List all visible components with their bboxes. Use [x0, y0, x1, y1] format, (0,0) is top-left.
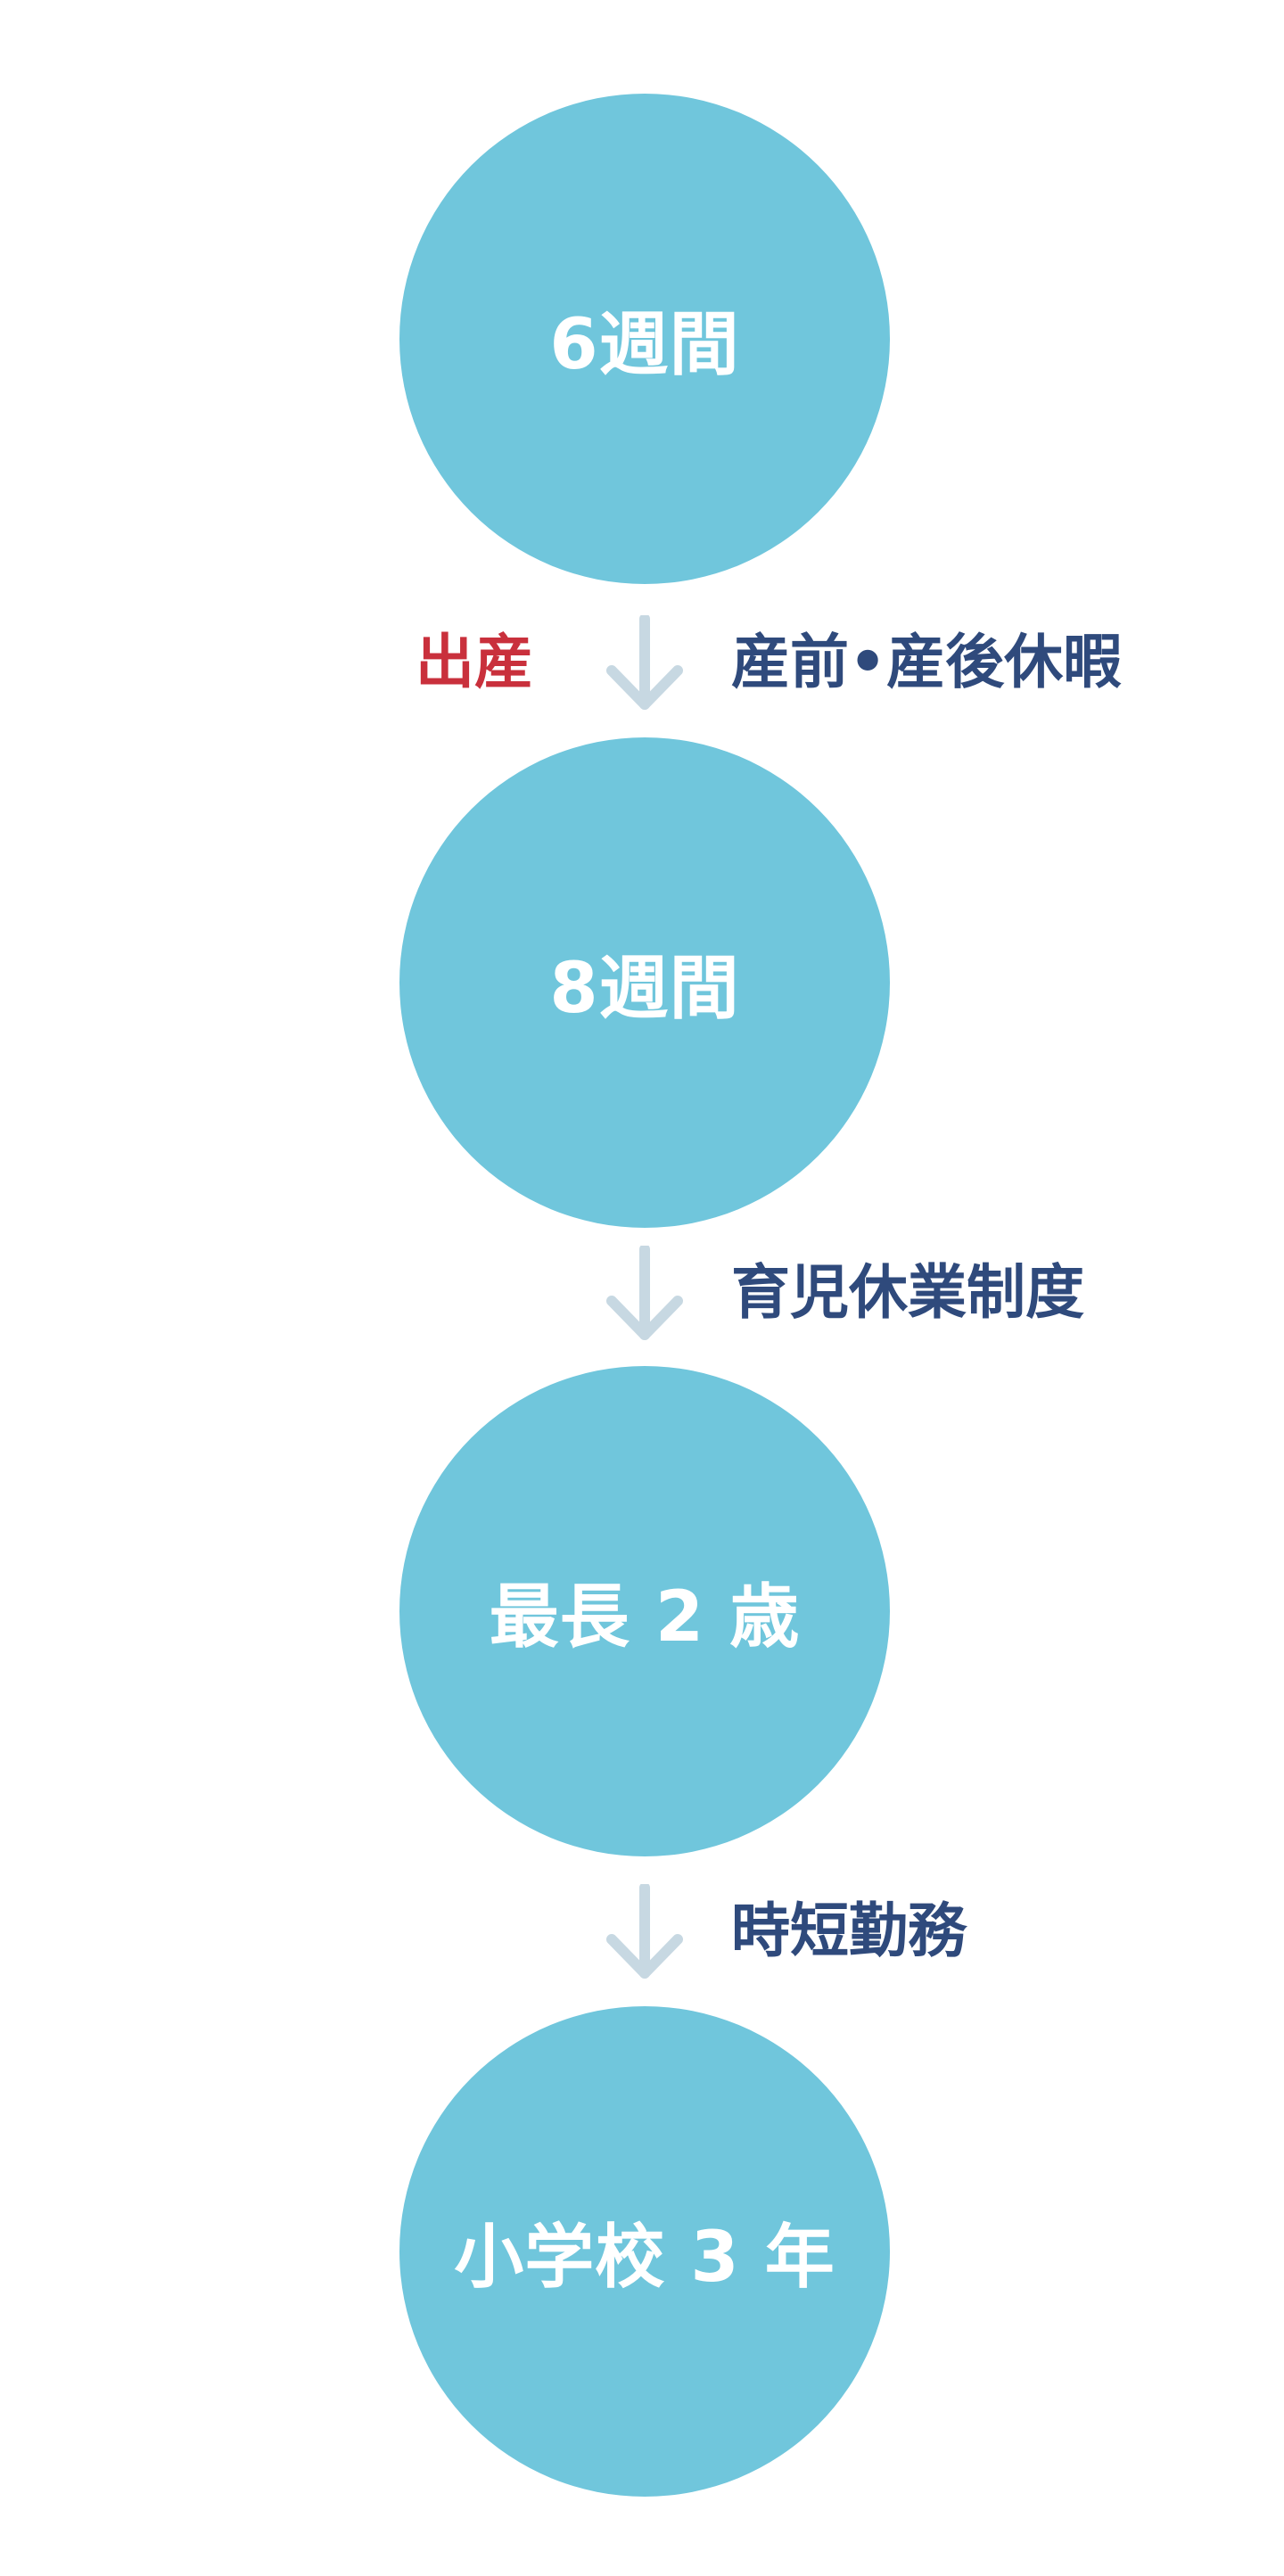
step-label-1: 6週間 [549, 305, 740, 385]
transition-right-label-2: 育児休業制度 [731, 1258, 1084, 1327]
step-circle-4: 小学校 3 年 [399, 2006, 890, 2497]
step-circle-3: 最長 2 歳 [399, 1366, 890, 1856]
step-circle-2: 8週間 [399, 737, 890, 1228]
transition-right-label-1: 産前•産後休暇 [731, 628, 1123, 696]
arrow-down-icon-1 [606, 615, 683, 710]
step-circle-1: 6週間 [399, 94, 890, 584]
arrow-down-icon-3 [606, 1884, 683, 1979]
transition-right-label-3: 時短勤務 [731, 1897, 967, 1965]
transition-left-label-1: 出産 [416, 628, 533, 696]
step-label-3: 最長 2 歳 [489, 1577, 801, 1658]
step-label-4: 小学校 3 年 [454, 2218, 835, 2298]
arrow-down-icon-2 [606, 1246, 683, 1340]
step-label-2: 8週間 [549, 949, 740, 1029]
